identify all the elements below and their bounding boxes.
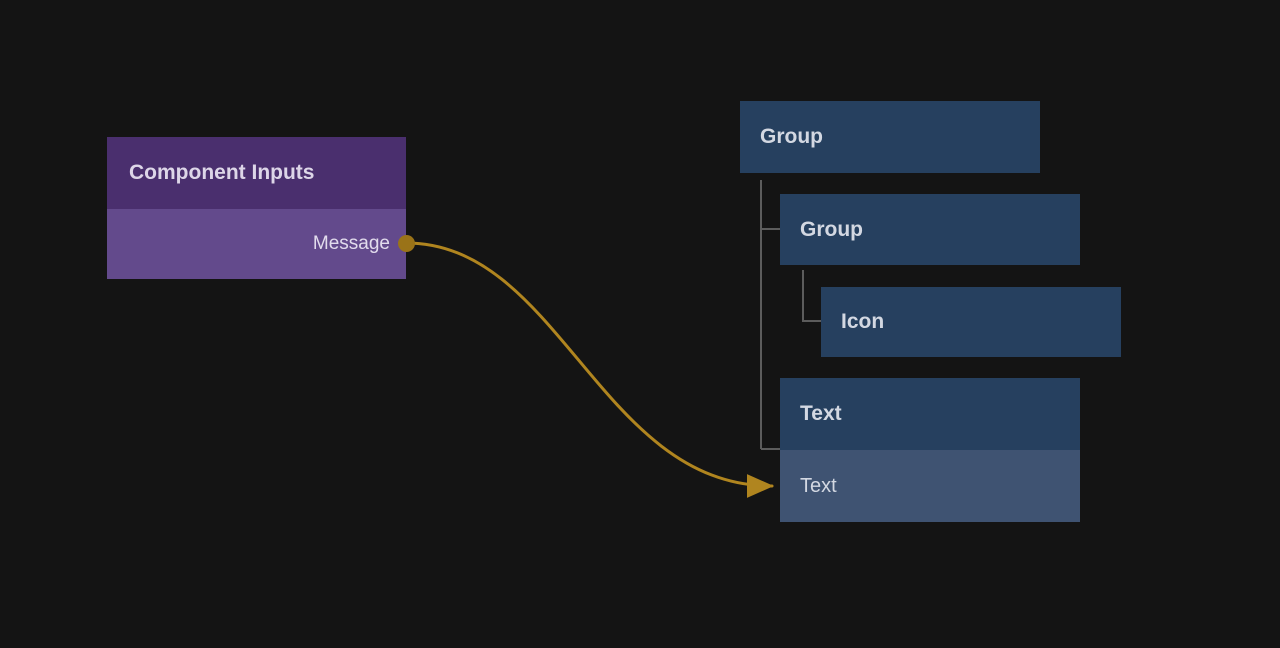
tree-subtrunk-line — [802, 270, 821, 322]
output-port-label-message: Message — [312, 233, 390, 254]
node-component-inputs[interactable]: Component Inputs Message — [107, 137, 406, 279]
node-text-title: Text — [780, 378, 1080, 450]
node-group-inner-title: Group — [800, 217, 863, 241]
node-group-outer[interactable]: Group — [740, 101, 1040, 173]
node-component-inputs-title: Component Inputs — [107, 137, 406, 209]
node-group-outer-title: Group — [760, 125, 823, 148]
node-component-inputs-output-row[interactable]: Message — [107, 209, 406, 279]
node-group-inner[interactable]: Group — [780, 194, 1080, 265]
node-text[interactable]: Text Text — [780, 378, 1080, 522]
node-icon-title: Icon — [841, 310, 885, 333]
node-text-input-row[interactable]: Text — [780, 450, 1080, 522]
node-icon[interactable]: Icon — [821, 287, 1121, 357]
connection-edge-message-to-text[interactable] — [404, 241, 774, 498]
node-text-input-label: Text — [800, 474, 837, 497]
output-port-dot-message[interactable] — [398, 235, 415, 252]
